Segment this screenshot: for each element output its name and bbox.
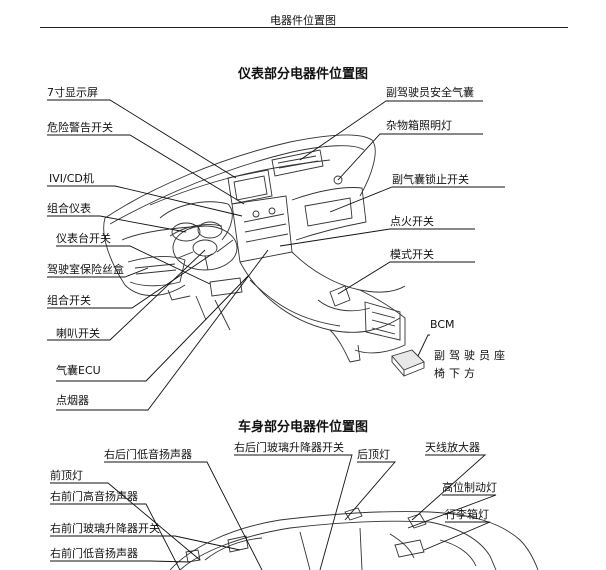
label-7in-display: 7寸显示屏 xyxy=(47,86,98,99)
label-ivi-cd: IVI/CD机 xyxy=(49,172,94,185)
label-hazard-switch: 危险警告开关 xyxy=(47,121,113,134)
label-high-brake-lamp: 高位制动灯 xyxy=(442,481,497,494)
label-horn-switch: 喇叭开关 xyxy=(56,327,100,340)
label-bcm: BCM xyxy=(430,318,455,331)
label-antenna-amplifier: 天线放大器 xyxy=(425,441,480,454)
label-cigarette-lighter: 点烟器 xyxy=(56,394,89,407)
label-ignition-switch: 点火开关 xyxy=(390,215,434,228)
label-rf-window-switch: 右前门玻璃升降器开关 xyxy=(50,522,160,535)
label-rear-dome-lamp: 后顶灯 xyxy=(357,448,390,461)
label-glovebox-lamp: 杂物箱照明灯 xyxy=(386,119,452,132)
label-instrument-cluster: 组合仪表 xyxy=(47,202,91,215)
body-leader-lines xyxy=(50,454,497,570)
dashboard-drawing xyxy=(103,134,425,377)
label-cabin-fuse-box: 驾驶室保险丝盒 xyxy=(47,263,124,276)
label-bcm-location-2: 椅下方 xyxy=(434,367,479,380)
label-airbag-lock-switch: 副气囊锁止开关 xyxy=(392,173,469,186)
label-combination-switch: 组合开关 xyxy=(47,294,91,307)
body-drawing xyxy=(169,507,539,570)
label-dash-switch: 仪表台开关 xyxy=(56,232,111,245)
label-mode-switch: 模式开关 xyxy=(390,248,434,261)
header-rule xyxy=(40,27,568,28)
page-header: 电器件位置图 xyxy=(270,14,336,27)
label-rf-door-tweeter: 右前门高音扬声器 xyxy=(50,490,138,503)
label-airbag-ecu: 气囊ECU xyxy=(56,364,101,377)
label-front-dome-lamp: 前顶灯 xyxy=(50,469,83,482)
label-passenger-airbag: 副驾驶员安全气囊 xyxy=(386,86,474,99)
label-rr-door-woofer: 右后门低音扬声器 xyxy=(104,448,192,461)
dashboard-section-title: 仪表部分电器件位置图 xyxy=(237,67,368,82)
label-bcm-location-1: 副驾驶员座 xyxy=(434,349,509,362)
dashboard-leader-lines xyxy=(47,99,505,411)
label-rr-window-switch: 右后门玻璃升降器开关 xyxy=(234,441,344,454)
body-section-title: 车身部分电器件位置图 xyxy=(237,420,368,435)
label-trunk-lamp: 行李箱灯 xyxy=(445,508,489,521)
label-rf-door-woofer: 右前门低音扬声器 xyxy=(50,547,138,560)
